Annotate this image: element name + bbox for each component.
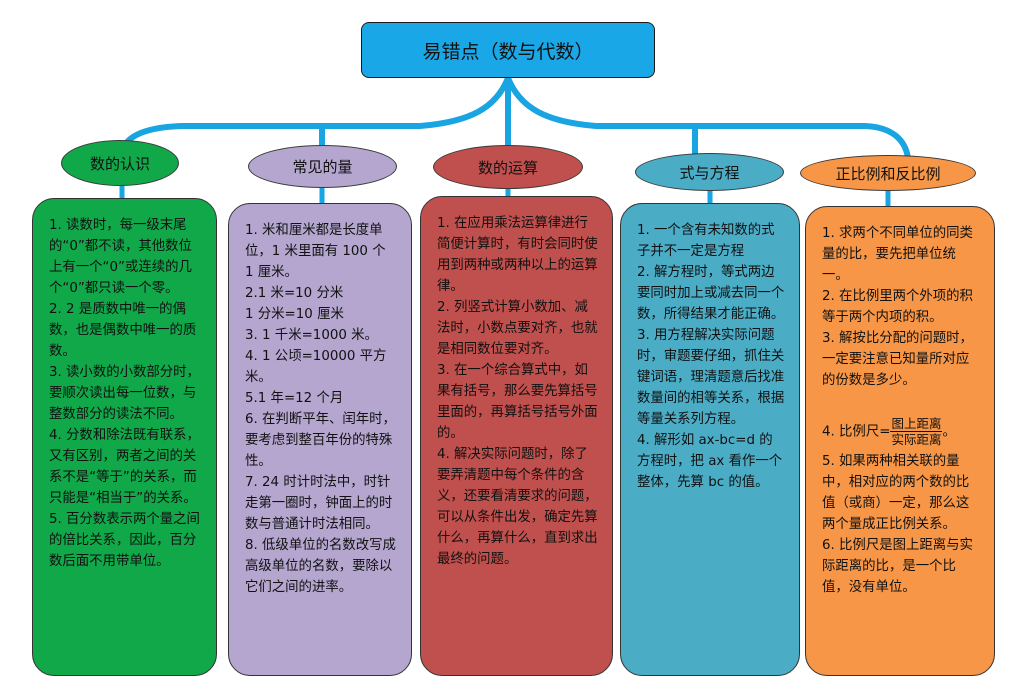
list-item: 6. 比例尺是图上距离与实际距离的比，是一个比值，没有单位。	[822, 538, 973, 595]
fraction: 图上距离实际距离	[890, 416, 943, 447]
formula-suffix: 。	[942, 424, 956, 440]
list-item: 6. 在判断平年、闰年时，要考虑到整百年份的特殊性。	[245, 412, 396, 469]
branch-box-number-recognition: 1. 读数时，每一级末尾的“0”都不读，其他数位上有一个“0”或连续的几个“0”…	[32, 198, 217, 676]
branch-header-common-quantities: 常见的量	[248, 145, 397, 188]
list-item: 5. 如果两种相关联的量中，相对应的两个数的比值（或商）一定，那么这两个量成正比…	[822, 454, 970, 532]
list-item: 3. 读小数的小数部分时，要顺次读出每一位数，与整数部分的读法不同。	[49, 365, 200, 422]
list-item: 1. 读数时，每一级末尾的“0”都不读，其他数位上有一个“0”或连续的几个“0”…	[49, 218, 192, 296]
branch-label: 数的运算	[477, 158, 538, 177]
list-item: 3. 在一个综合算式中，如果有括号，那么要先算括号里面的，再算括号括号外面的。	[437, 363, 598, 441]
list-item: 3. 解按比分配的问题时，一定要注意已知量所对应的份数是多少。	[822, 331, 973, 388]
list-item: 5. 百分数表示两个量之间的倍比关系，因此，百分数后面不用带单位。	[49, 512, 200, 569]
branch-box-common-quantities: 1. 米和厘米都是长度单位，1 米里面有 100 个 1 厘米。 2.1 米=1…	[228, 203, 412, 676]
list-item: 2.1 米=10 分米 1 分米=10 厘米	[245, 286, 344, 322]
branch-label: 式与方程	[679, 163, 740, 182]
list-item: 1. 在应用乘法运算律进行简便计算时，有时会同时使用到两种或两种以上的运算律。	[437, 216, 598, 294]
list-item: 1. 一个含有未知数的式子并不一定是方程	[637, 223, 775, 259]
list-item: 3. 用方程解决实际问题时，审题要仔细，抓住关键词语，理清题意后找准数量间的相等…	[637, 328, 785, 427]
branch-label: 数的认识	[89, 154, 150, 173]
branch-box-equations: 1. 一个含有未知数的式子并不一定是方程 2. 解方程时，等式两边要同时加上或减…	[620, 203, 800, 676]
list-item: 2. 列竖式计算小数加、减法时，小数点要对齐，也就是相同数位要对齐。	[437, 300, 598, 357]
fraction-denominator: 实际距离	[891, 432, 942, 447]
list-item: 2. 在比例里两个外项的积等于两个内项的积。	[822, 289, 973, 325]
branch-header-proportion: 正比例和反比例	[800, 155, 976, 191]
list-item: 5.1 年=12 个月	[245, 391, 344, 406]
branch-label: 常见的量	[292, 158, 353, 176]
list-item: 4. 1 公顷=10000 平方米。	[245, 349, 387, 385]
list-item: 2. 2 是质数中唯一的偶数，也是偶数中唯一的质数。	[49, 302, 197, 359]
list-item: 1. 求两个不同单位的同类量的比，要先把单位统一。	[822, 226, 973, 283]
branch-box-proportion: 1. 求两个不同单位的同类量的比，要先把单位统一。 2. 在比例里两个外项的积等…	[805, 206, 995, 676]
list-item: 3. 1 千米=1000 米。	[245, 328, 378, 343]
formula-prefix: 4. 比例尺=	[822, 424, 891, 440]
root-node: 易错点（数与代数）	[361, 22, 655, 78]
branch-label: 正比例和反比例	[835, 164, 941, 183]
list-item: 4. 解形如 ax-bc=d 的方程时，把 ax 看作一个整体，先算 bc 的值…	[637, 433, 783, 490]
branch-header-number-recognition: 数的认识	[61, 140, 179, 186]
list-item: 4. 解决实际问题时，除了要弄清题中每个条件的含义，还要看清要求的问题，可以从条…	[437, 447, 598, 567]
list-item: 4. 分数和除法既有联系，又有区别，两者之间的关系不是“等于”的关系，而只能是“…	[49, 428, 200, 506]
list-item: 2. 解方程时，等式两边要同时加上或减去同一个数，所得结果才能正确。	[637, 265, 785, 322]
root-title: 易错点（数与代数）	[422, 40, 594, 63]
branch-header-equations: 式与方程	[635, 153, 784, 191]
branch-header-operations: 数的运算	[433, 145, 583, 189]
list-item: 8. 低级单位的名数改写成高级单位的名数，要除以它们之间的进率。	[245, 538, 396, 595]
list-item: 7. 24 时计时法中，时针走第一圈时，钟面上的时数与普通计时法相同。	[245, 475, 393, 532]
branch-box-operations: 1. 在应用乘法运算律进行简便计算时，有时会同时使用到两种或两种以上的运算律。 …	[420, 196, 613, 676]
scale-formula: 4. 比例尺=图上距离实际距离。	[822, 395, 980, 447]
fraction-numerator: 图上距离	[890, 416, 943, 432]
list-item: 1. 米和厘米都是长度单位，1 米里面有 100 个 1 厘米。	[245, 223, 386, 280]
